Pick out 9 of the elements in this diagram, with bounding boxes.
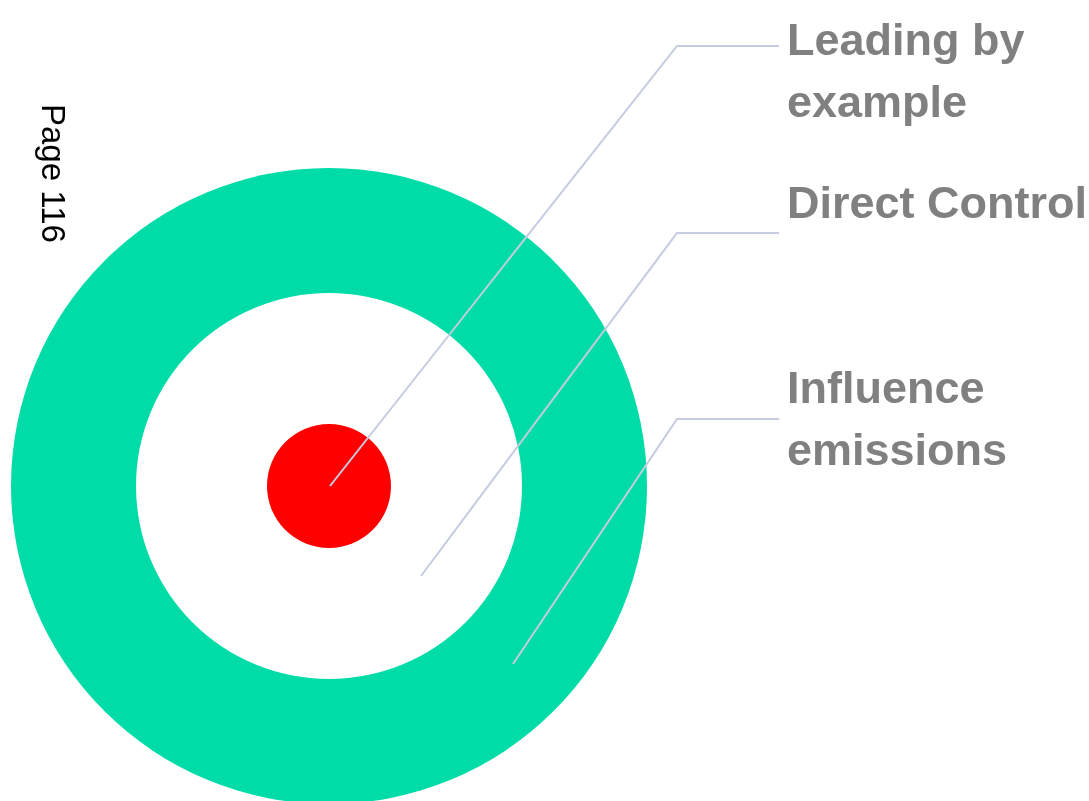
page-number: Page 116 (34, 104, 72, 243)
leader-line (329, 45, 780, 487)
leader-line (420, 232, 780, 577)
callout-label: Influence emissions (787, 357, 1087, 481)
leader-line (512, 418, 780, 665)
center-dot (267, 424, 391, 548)
callout-label: Direct Control (787, 172, 1087, 234)
callout-label: Leading by example (787, 9, 1087, 133)
inner-disc (136, 293, 522, 679)
